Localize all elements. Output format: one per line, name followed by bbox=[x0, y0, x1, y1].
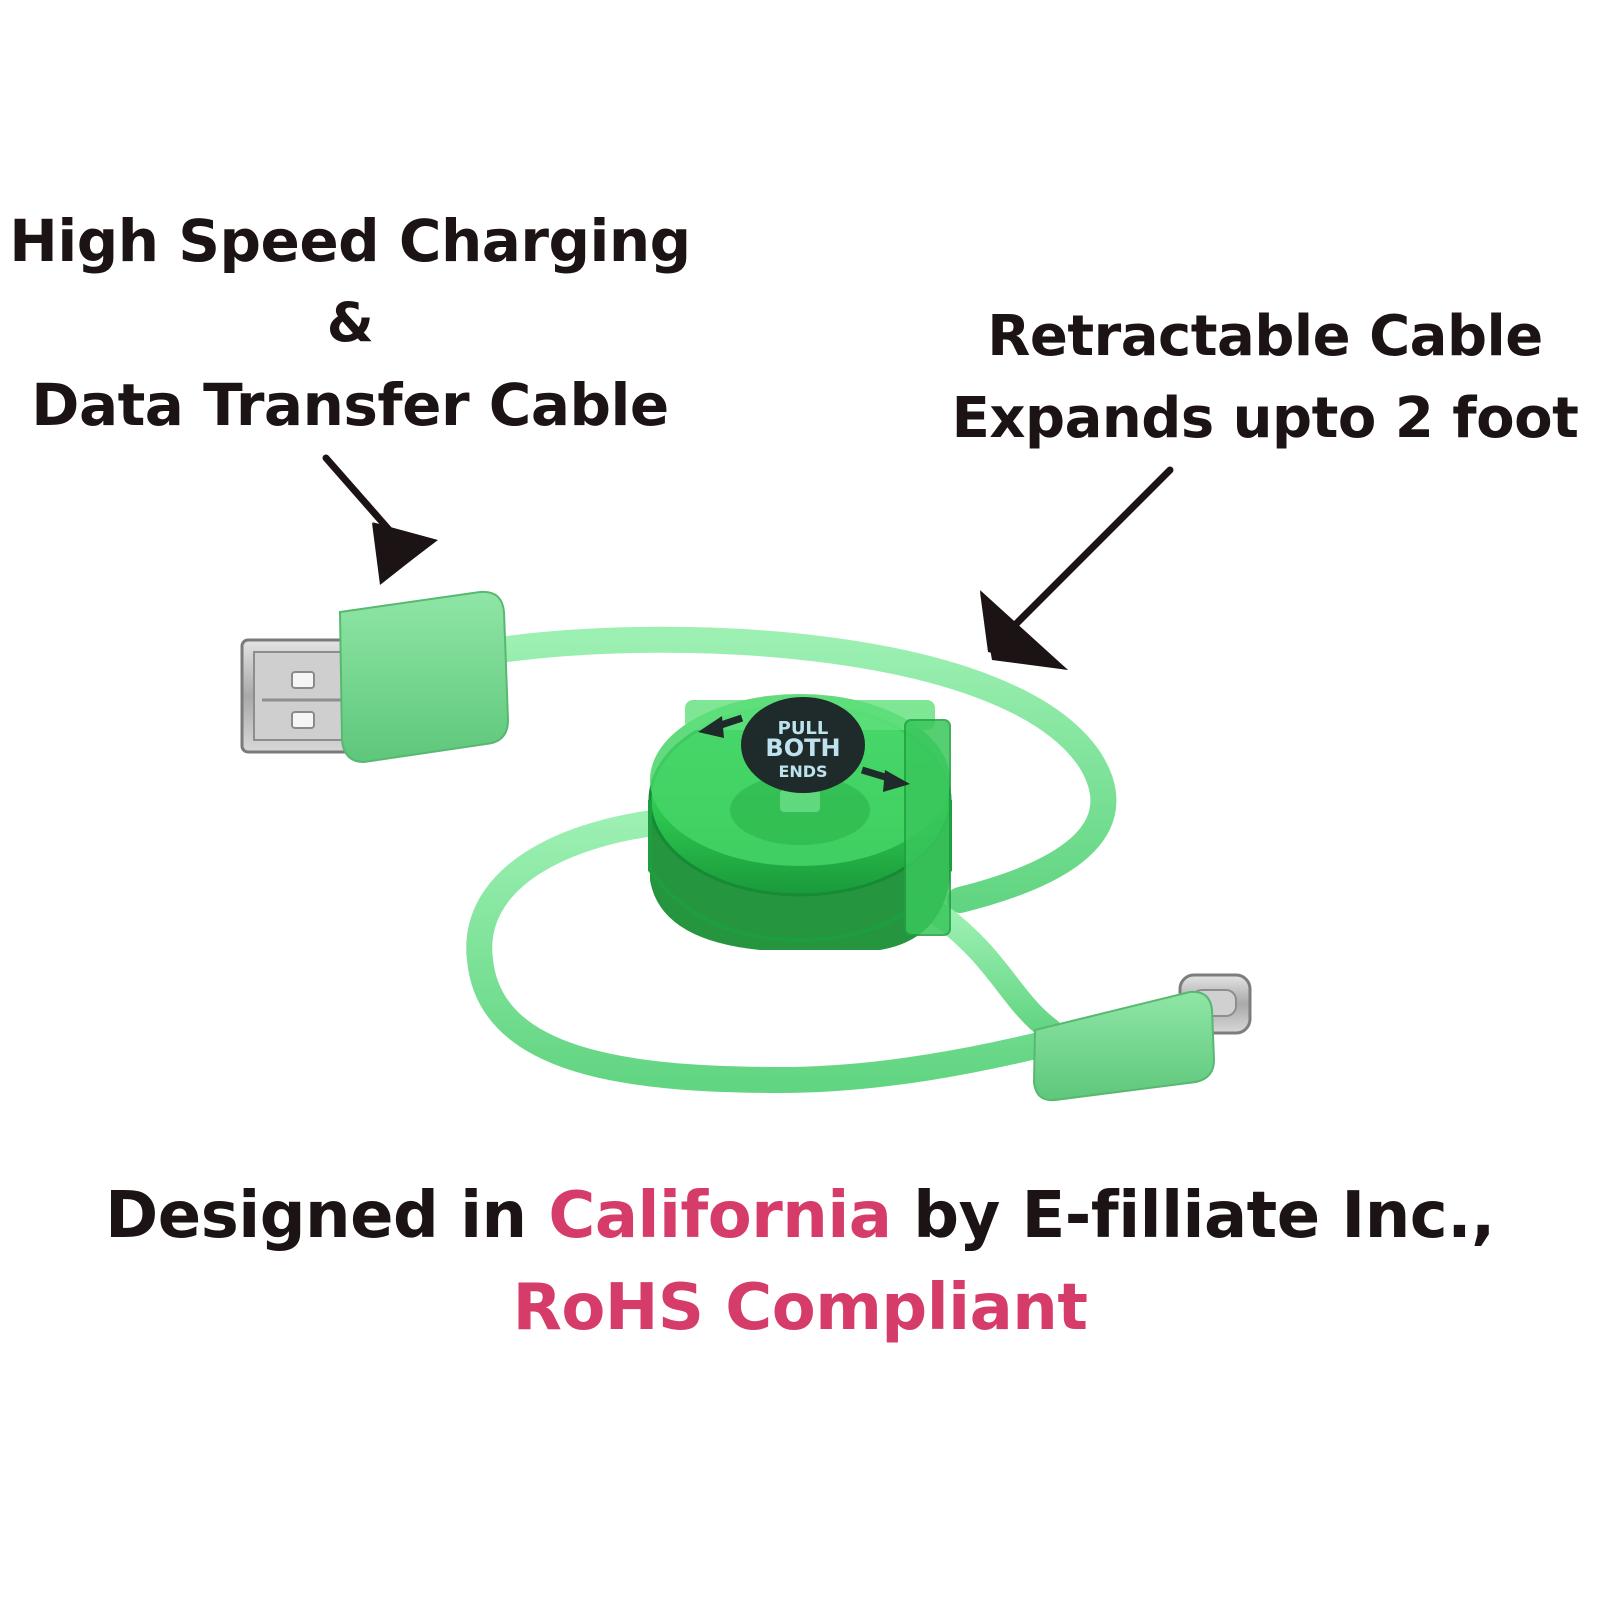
footer-state: California bbox=[548, 1179, 892, 1253]
charging-callout-line-1: High Speed Charging bbox=[9, 207, 691, 275]
arrow-to-reel-icon bbox=[980, 466, 1174, 670]
footer-prefix: Designed in bbox=[105, 1179, 549, 1253]
reel-label: PULL BOTH ENDS bbox=[741, 697, 865, 793]
footer-compliance: RoHS Compliant bbox=[512, 1271, 1088, 1345]
reel-label-line-2: BOTH bbox=[765, 734, 840, 762]
footer-line-1: Designed in California by E-filliate Inc… bbox=[0, 1170, 1600, 1262]
charging-callout-ampersand: & bbox=[326, 291, 374, 354]
footer-tagline: Designed in California by E-filliate Inc… bbox=[0, 1170, 1600, 1354]
retractable-callout-line-2: Expands upto 2 foot bbox=[951, 386, 1579, 451]
charging-callout: High Speed Charging & Data Transfer Cabl… bbox=[0, 200, 700, 446]
charging-callout-line-3: Data Transfer Cable bbox=[31, 371, 669, 439]
reel-label-line-1: PULL bbox=[778, 718, 829, 739]
flat-cable bbox=[466, 626, 1117, 1094]
usb-a-connector bbox=[240, 590, 510, 764]
reel-label-line-3: ENDS bbox=[778, 762, 827, 781]
arrow-to-usb-icon bbox=[322, 454, 438, 585]
retractable-callout: Retractable Cable Expands upto 2 foot bbox=[930, 296, 1600, 460]
bidirectional-arrow-icon bbox=[698, 714, 910, 792]
footer-suffix: by E-filliate Inc., bbox=[891, 1179, 1495, 1253]
usb-c-connector bbox=[1032, 973, 1252, 1102]
retractable-callout-line-1: Retractable Cable bbox=[987, 304, 1543, 369]
cable-reel bbox=[648, 694, 952, 950]
